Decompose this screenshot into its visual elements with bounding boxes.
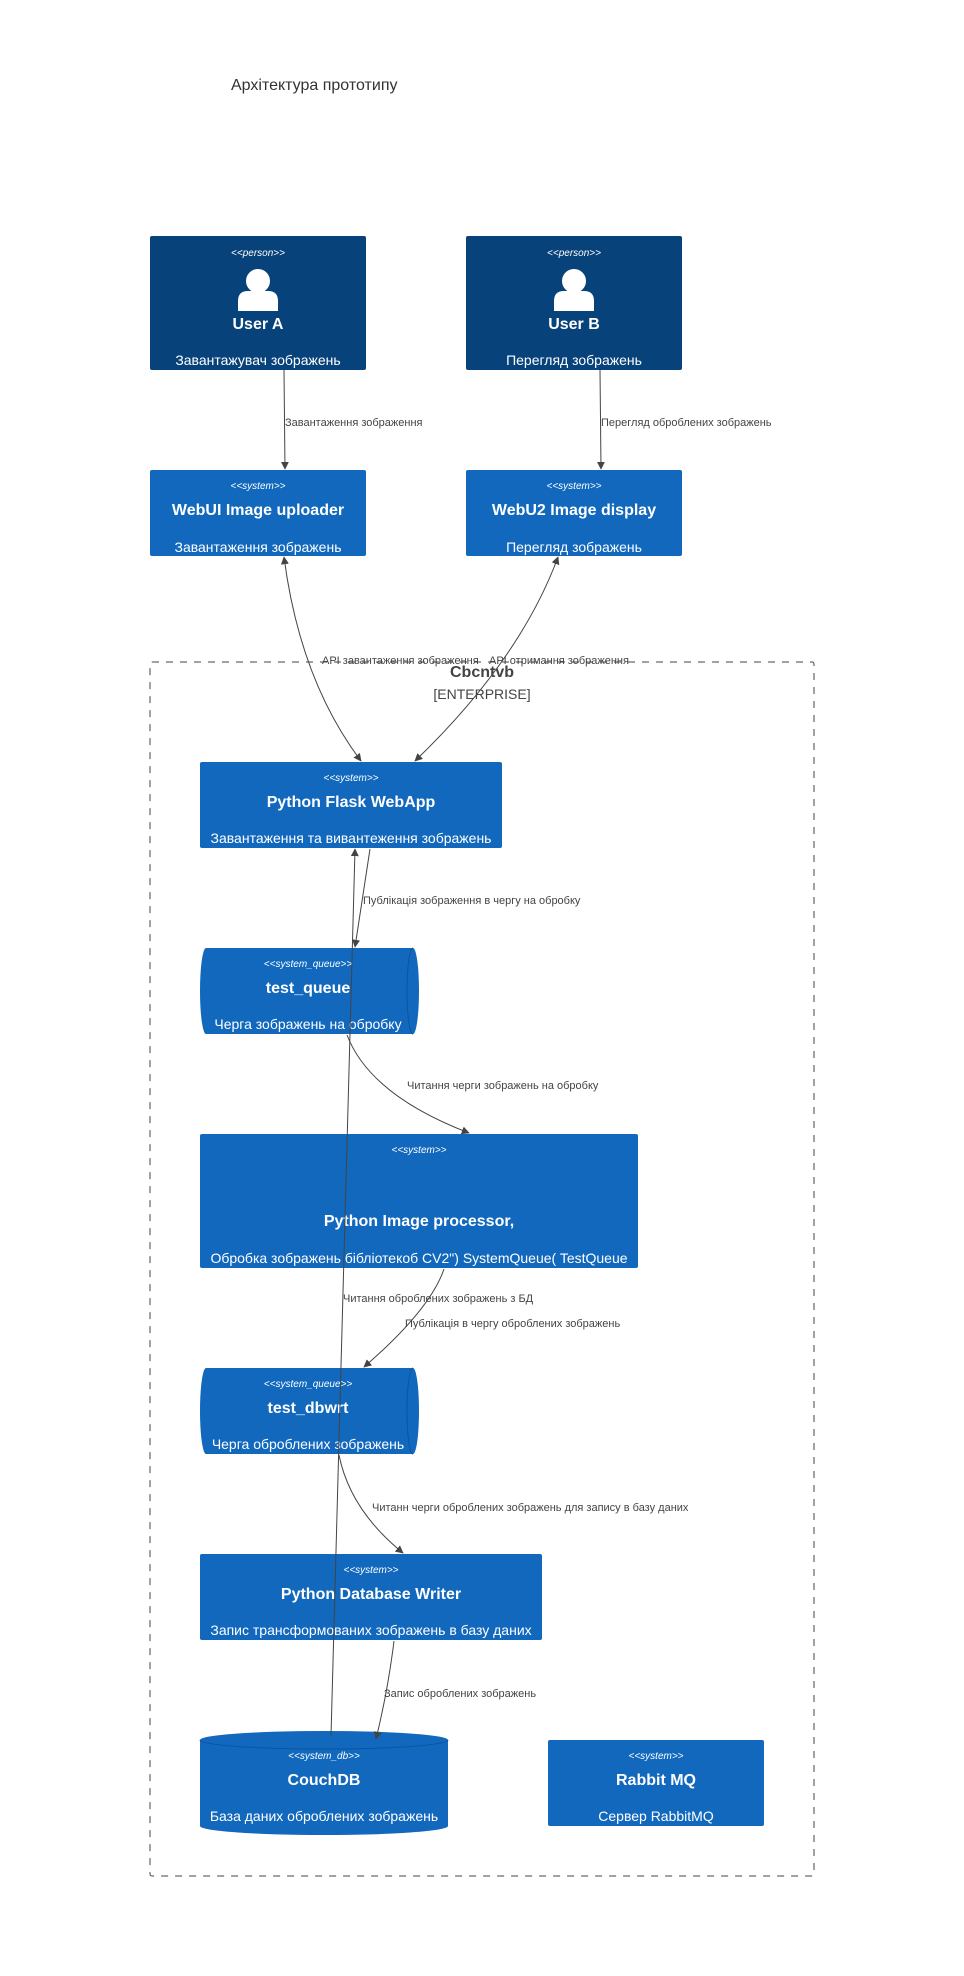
- flask-webapp-description: Завантаження та вивантеження зображень: [211, 830, 492, 846]
- couchdb-description: База даних оброблених зображень: [210, 1808, 438, 1824]
- person-icon: [554, 269, 594, 311]
- couchdb-node[interactable]: <<system_db>> CouchDB База даних обробле…: [199, 1731, 449, 1835]
- edge-db-writer-to-couchdb: [373, 1640, 395, 1740]
- person-icon: [238, 269, 278, 311]
- user-a-description: Завантажувач зображень: [175, 352, 340, 368]
- user-a-stereotype: <<person>>: [231, 248, 285, 259]
- db-writer-stereotype: <<system>>: [343, 1565, 398, 1576]
- webu2-display-stereotype: <<system>>: [546, 481, 601, 492]
- db-writer-box: [200, 1554, 542, 1640]
- image-processor-description: Обробка зображень бібліотекоб CV2") Syst…: [210, 1250, 627, 1266]
- test-queue-description: Черга зображень на обробку: [214, 1016, 401, 1032]
- flask-webapp-stereotype: <<system>>: [323, 773, 378, 784]
- edge-label-publish-to-queue: Публікація зображення в чергу на обробку: [363, 895, 581, 907]
- diagram-title: Архітектура прототипу: [231, 77, 397, 94]
- db-writer-node[interactable]: <<system>> Python Database Writer Запис …: [200, 1554, 542, 1640]
- test-queue-shape: [200, 948, 419, 1034]
- user-b-name: User B: [548, 316, 600, 333]
- couchdb-stereotype: <<system_db>>: [288, 1751, 360, 1762]
- test-dbwrt-name: test_dbwrt: [268, 1400, 350, 1417]
- edge-label-api-upload: API завантаження зображення: [322, 655, 479, 667]
- edge-label-read-queue: Читання черги зображень на обробку: [407, 1080, 599, 1092]
- edge-webu2-flask: [414, 556, 560, 762]
- edge-label-write-processed: Запис оброблених зображень: [384, 1688, 536, 1700]
- image-processor-box: [200, 1134, 638, 1268]
- db-writer-name: Python Database Writer: [281, 1586, 461, 1603]
- test-dbwrt-shape: [200, 1368, 419, 1454]
- flask-webapp-box: [200, 762, 502, 848]
- test-dbwrt-stereotype: <<system_queue>>: [264, 1379, 353, 1390]
- edge-label-read-processed-db: Читання оброблених зображень з БД: [343, 1293, 534, 1305]
- edge-flask-to-test-queue: [352, 848, 371, 948]
- flask-webapp-name: Python Flask WebApp: [267, 794, 436, 811]
- user-a-node[interactable]: <<person>> User A Завантажувач зображень: [150, 236, 366, 370]
- test-queue-stereotype: <<system_queue>>: [264, 959, 353, 970]
- webui-uploader-description: Завантаження зображень: [175, 539, 342, 555]
- user-b-node[interactable]: <<person>> User B Перегляд зображень: [466, 236, 682, 370]
- edge-user-a-to-webui: [280, 369, 289, 470]
- edge-label-api-get: API отримання зображення: [489, 655, 629, 667]
- edge-label-upload: Завантаження зображення: [285, 417, 423, 429]
- webui-uploader-box: [150, 470, 366, 556]
- rabbit-mq-box: [548, 1740, 764, 1826]
- test-queue-name: test_queue: [266, 980, 351, 997]
- test-dbwrt-node[interactable]: <<system_queue>> test_dbwrt Черга обробл…: [200, 1367, 419, 1455]
- edge-test-queue-to-processor: [346, 1034, 470, 1135]
- image-processor-node[interactable]: <<system>> Python Image processor, Оброб…: [200, 1134, 638, 1268]
- user-b-stereotype: <<person>>: [547, 248, 601, 259]
- test-queue-node[interactable]: <<system_queue>> test_queue Черга зображ…: [200, 947, 419, 1035]
- edge-test-dbwrt-to-db-writer: [338, 1454, 404, 1554]
- image-processor-stereotype: <<system>>: [391, 1145, 446, 1156]
- db-writer-description: Запис трансформованих зображень в базу д…: [210, 1622, 531, 1638]
- couchdb-shape: [200, 1731, 448, 1835]
- image-processor-name: Python Image processor,: [324, 1213, 514, 1230]
- test-dbwrt-description: Черга оброблених зображень: [212, 1436, 404, 1452]
- flask-webapp-node[interactable]: <<system>> Python Flask WebApp Завантаже…: [200, 762, 502, 848]
- rabbit-mq-description: Сервер RabbitMQ: [598, 1808, 714, 1824]
- user-a-name: User A: [233, 316, 284, 333]
- edge-processor-to-test-dbwrt: [363, 1268, 445, 1368]
- edge-label-publish-processed: Публікація в чергу оброблених зображень: [405, 1318, 620, 1330]
- couchdb-name: CouchDB: [288, 1772, 361, 1789]
- edge-user-b-to-webu2: [596, 369, 605, 470]
- webu2-display-description: Перегляд зображень: [506, 539, 642, 555]
- webui-uploader-stereotype: <<system>>: [230, 481, 285, 492]
- webu2-display-box: [466, 470, 682, 556]
- edge-label-view-processed: Перегляд оброблених зображень: [601, 417, 772, 429]
- rabbit-mq-name: Rabbit MQ: [616, 1772, 696, 1789]
- edge-label-read-processed-queue: Читанн черги оброблених зображень для за…: [372, 1502, 689, 1514]
- webu2-display-node[interactable]: <<system>> WebU2 Image display Перегляд …: [466, 470, 682, 556]
- webu2-display-name: WebU2 Image display: [492, 502, 656, 519]
- rabbit-mq-node[interactable]: <<system>> Rabbit MQ Сервер RabbitMQ: [548, 1740, 764, 1826]
- webui-uploader-name: WebUI Image uploader: [172, 502, 344, 519]
- user-b-description: Перегляд зображень: [506, 352, 642, 368]
- edge-webui-flask: [280, 556, 362, 762]
- edge-couchdb-to-flask: [330, 848, 359, 1737]
- webui-uploader-node[interactable]: <<system>> WebUI Image uploader Завантаж…: [150, 470, 366, 556]
- rabbit-mq-stereotype: <<system>>: [628, 1751, 683, 1762]
